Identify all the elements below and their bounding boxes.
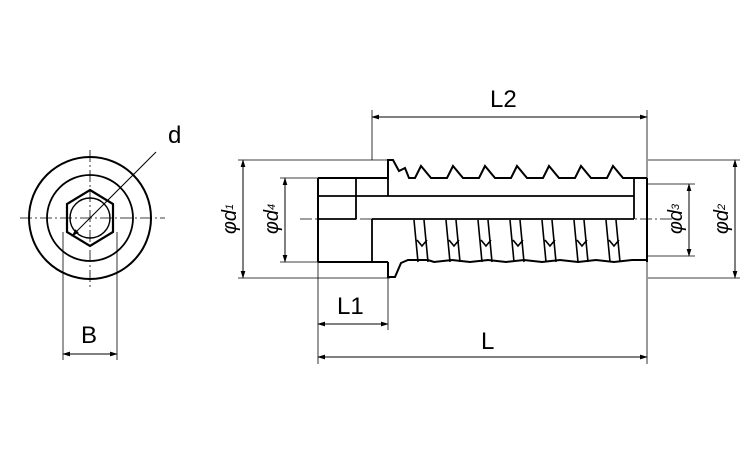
phi-symbol: φ	[261, 221, 283, 234]
label-phi-d1: φd1	[219, 204, 241, 234]
d-leader	[71, 151, 157, 237]
phi-symbol: φ	[665, 221, 687, 234]
thread-tooth	[477, 219, 493, 263]
thread-teeth	[413, 219, 621, 263]
side-view	[238, 110, 740, 364]
label-phi-d4: φd4	[261, 204, 283, 234]
thread-tooth	[541, 219, 557, 263]
subscript-4: 4	[266, 204, 278, 210]
label-b: B	[81, 322, 97, 349]
subscript-3: 3	[670, 203, 682, 210]
thread-tooth	[605, 219, 621, 263]
label-l: L	[481, 328, 494, 355]
thread-crest-bottom	[387, 258, 647, 278]
label-l2: L2	[490, 86, 517, 113]
thread-tooth	[413, 219, 429, 263]
svg-text:φd1: φd1	[219, 204, 241, 234]
end-view	[20, 150, 165, 360]
label-phi-d3: φd3	[665, 203, 687, 234]
label-phi-d2: φd2	[711, 204, 733, 234]
svg-text:φd4: φd4	[261, 204, 283, 234]
d-symbol: d	[665, 209, 687, 221]
subscript-1: 1	[224, 204, 236, 210]
phi-symbol: φ	[711, 221, 733, 234]
d-symbol: d	[219, 209, 241, 221]
thread-tooth	[445, 219, 461, 263]
label-l1: L1	[337, 293, 364, 320]
svg-text:φd3: φd3	[665, 203, 687, 234]
d-symbol: d	[711, 209, 733, 221]
subscript-2: 2	[716, 204, 728, 211]
thread-crest-top	[387, 159, 647, 180]
d-symbol: d	[261, 209, 283, 221]
thread-tooth	[509, 219, 525, 263]
phi-symbol: φ	[219, 221, 241, 234]
thread-tooth	[573, 219, 589, 263]
label-d: d	[168, 122, 181, 149]
svg-text:φd2: φd2	[711, 204, 733, 234]
